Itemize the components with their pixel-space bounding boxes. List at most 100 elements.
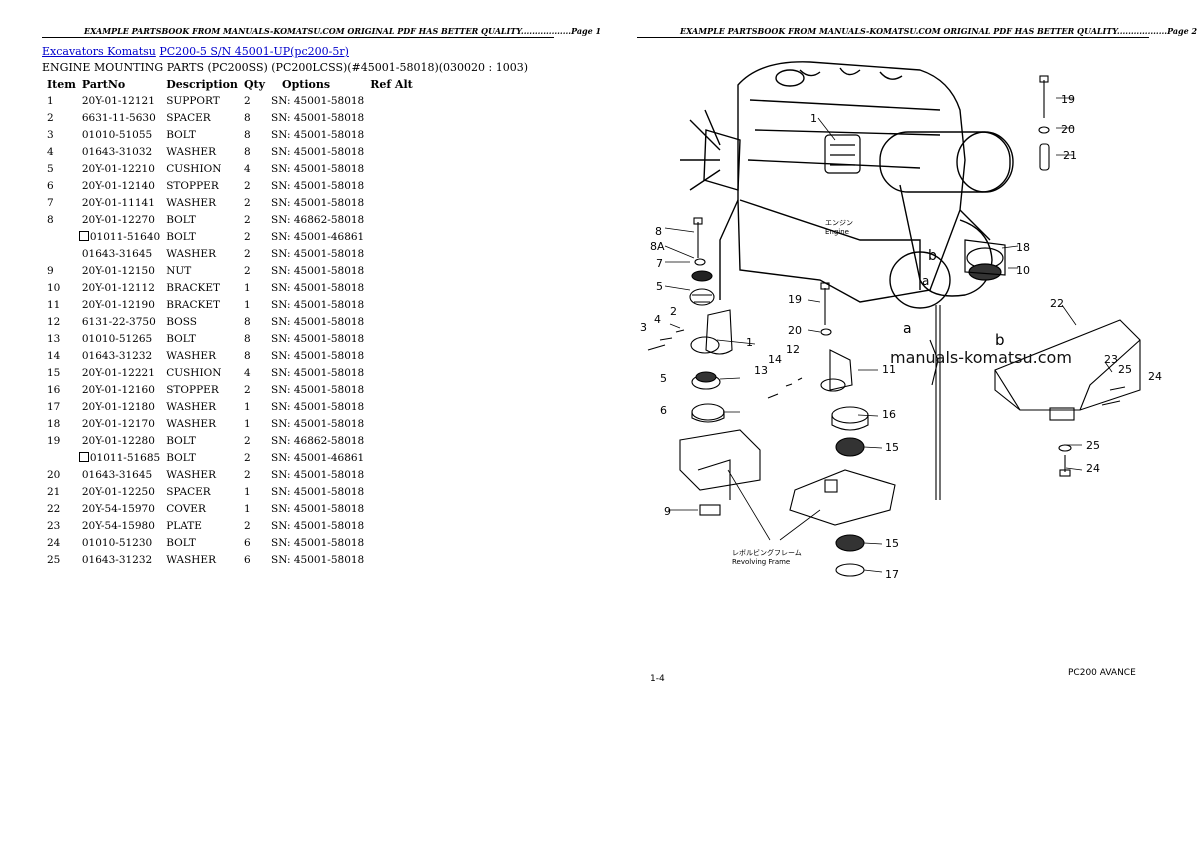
cell-partno: 20Y-01-12150 (81, 264, 155, 277)
cell-refalt (367, 211, 416, 228)
breadcrumb-link-category[interactable]: Excavators Komatsu (42, 45, 156, 58)
cell-item: 16 (47, 383, 61, 396)
cell-item: 17 (47, 400, 61, 413)
cell-qty: 8 (243, 332, 251, 345)
partno-text: 01011-51685 (89, 451, 161, 464)
callout-7: 7 (656, 257, 663, 270)
callout-1-left: 1 (746, 336, 753, 349)
cell-refalt (367, 364, 416, 381)
callout-b-cover: b (995, 331, 1005, 349)
callout-10: 10 (1016, 264, 1030, 277)
cell-refalt (367, 500, 416, 517)
cell-qty: 2 (243, 179, 251, 192)
cell-description: CUSHION (166, 366, 222, 379)
cell-qty: 1 (243, 502, 251, 515)
cell-description: SUPPORT (166, 94, 220, 107)
callout-22: 22 (1050, 297, 1064, 310)
cell-description: BRACKET (166, 298, 220, 311)
cell-item: 22 (47, 502, 61, 515)
cell-options: SN: 46862-58018 (271, 213, 365, 226)
cell-options: SN: 45001-58018 (271, 162, 365, 175)
cell-item: 1 (47, 94, 54, 107)
callout-25-low: 25 (1086, 439, 1100, 452)
cell-partno: 20Y-01-12170 (81, 417, 155, 430)
callout-17: 18 (1016, 241, 1030, 254)
cell-qty: 1 (243, 417, 251, 430)
callout-labels: 1 19 20 21 18 10 8 8A 7 5 2 4 3 1 5 6 9 … (640, 93, 1162, 581)
cell-description: BOLT (166, 213, 196, 226)
cell-refalt (367, 245, 416, 262)
frame-label: Revolving Frame (732, 558, 790, 566)
callout-13: 13 (754, 364, 768, 377)
cell-item: 7 (47, 196, 54, 209)
callout-5: 5 (656, 280, 663, 293)
cell-partno: 20Y-01-12250 (81, 485, 155, 498)
cell-options: SN: 45001-58018 (271, 383, 365, 396)
engine-body (680, 61, 1014, 309)
cell-options: SN: 45001-58018 (271, 111, 365, 124)
callout-16-mid: 16 (882, 408, 896, 421)
cell-options: SN: 45001-58018 (271, 247, 365, 260)
cell-options: SN: 45001-58018 (271, 417, 365, 430)
cell-options: SN: 45001-58018 (271, 94, 365, 107)
cell-qty: 6 (243, 553, 251, 566)
cell-refalt (367, 177, 416, 194)
cell-item: 23 (47, 519, 61, 532)
cell-qty: 1 (243, 400, 251, 413)
page-header-left: EXAMPLE PARTSBOOK FROM MANUALS-KOMATSU.C… (84, 26, 602, 36)
alternate-marker-icon (78, 451, 89, 462)
cell-item (44, 449, 79, 466)
cell-options: SN: 45001-58018 (271, 553, 365, 566)
cell-item: 2 (47, 111, 54, 124)
cell-item (44, 245, 79, 262)
engine-label-jp: エンジン (825, 219, 853, 227)
breadcrumb-link-model[interactable]: PC200-5 S/N 45001-UP(pc200-5r) (159, 45, 349, 58)
col-header-description: Description (166, 78, 238, 91)
cell-options: SN: 45001-46861 (271, 230, 365, 243)
cell-description: WASHER (166, 247, 217, 260)
cell-qty: 2 (243, 247, 251, 260)
cell-refalt (367, 313, 416, 330)
cell-item: 21 (47, 485, 61, 498)
callout-6: 6 (660, 404, 667, 417)
cell-item: 24 (47, 536, 61, 549)
cell-refalt (367, 551, 416, 568)
callout-15-low: 15 (885, 537, 899, 550)
cell-partno: 20Y-01-12160 (81, 383, 155, 396)
cell-refalt (367, 92, 416, 109)
cell-options: SN: 45001-58018 (271, 349, 365, 362)
cell-refalt (367, 143, 416, 160)
cell-refalt (367, 432, 416, 449)
model-label: PC200 AVANCE (1068, 668, 1136, 678)
callout-23: 23 (1104, 353, 1118, 366)
cell-item: 12 (47, 315, 61, 328)
engine-label: Engine (825, 228, 849, 236)
cell-description: SPACER (166, 111, 211, 124)
cell-qty: 2 (243, 519, 251, 532)
cell-partno: 01011-51640 (78, 228, 163, 245)
cell-description: CUSHION (166, 162, 222, 175)
cell-options: SN: 45001-58018 (271, 264, 365, 277)
cell-refalt (367, 381, 416, 398)
cell-description: WASHER (166, 400, 217, 413)
cell-qty: 2 (243, 468, 251, 481)
cell-item: 20 (47, 468, 61, 481)
cell-refalt (367, 483, 416, 500)
cell-options: SN: 45001-58018 (271, 128, 365, 141)
cell-refalt (367, 330, 416, 347)
cell-refalt (367, 347, 416, 364)
cell-description: WASHER (166, 349, 217, 362)
cell-item: 11 (47, 298, 61, 311)
callout-8: 8 (655, 225, 662, 238)
cell-options: SN: 45001-58018 (271, 145, 365, 158)
callout-14: 14 (768, 353, 782, 366)
breadcrumb: Excavators Komatsu PC200-5 S/N 45001-UP(… (42, 45, 349, 58)
cell-item: 13 (47, 332, 61, 345)
